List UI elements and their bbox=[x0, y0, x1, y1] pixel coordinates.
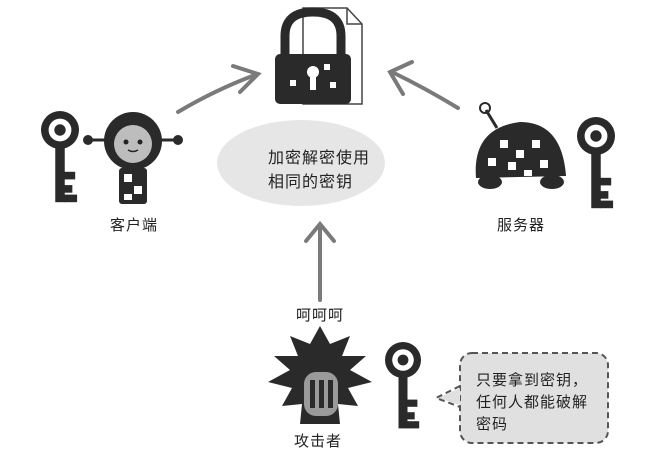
client-key-icon bbox=[41, 111, 79, 203]
server-bug-icon bbox=[475, 102, 566, 189]
speech-bubble-line1: 只要拿到密钥， bbox=[476, 371, 589, 389]
shared-key-text-line1: 加密解密使用 bbox=[268, 148, 371, 167]
client-robot-icon bbox=[83, 112, 183, 204]
speech-bubble bbox=[433, 352, 609, 444]
arrow-attacker-to-ellipse bbox=[304, 220, 336, 302]
attacker-key-icon bbox=[385, 342, 421, 429]
speech-bubble-line2: 任何人都能破解 bbox=[476, 393, 589, 411]
server-key-icon bbox=[577, 117, 615, 209]
lock-document-icon bbox=[275, 7, 363, 105]
client-label: 客户端 bbox=[110, 216, 159, 234]
speech-bubble-text: 只要拿到密钥， 任何人都能破解 密码 bbox=[476, 369, 588, 435]
server-label: 服务器 bbox=[497, 216, 546, 234]
speech-bubble-line3: 密码 bbox=[476, 415, 509, 433]
shared-key-text: 加密解密使用 相同的密钥 bbox=[268, 146, 370, 194]
arrow-server-to-lock bbox=[387, 60, 460, 110]
laugh-label: 呵呵呵 bbox=[296, 306, 345, 324]
shared-key-text-line2: 相同的密钥 bbox=[268, 172, 354, 191]
shared-key-ellipse bbox=[217, 120, 385, 206]
attacker-label: 攻击者 bbox=[294, 432, 343, 450]
arrow-client-to-lock bbox=[176, 64, 262, 114]
attacker-icon bbox=[268, 326, 372, 424]
